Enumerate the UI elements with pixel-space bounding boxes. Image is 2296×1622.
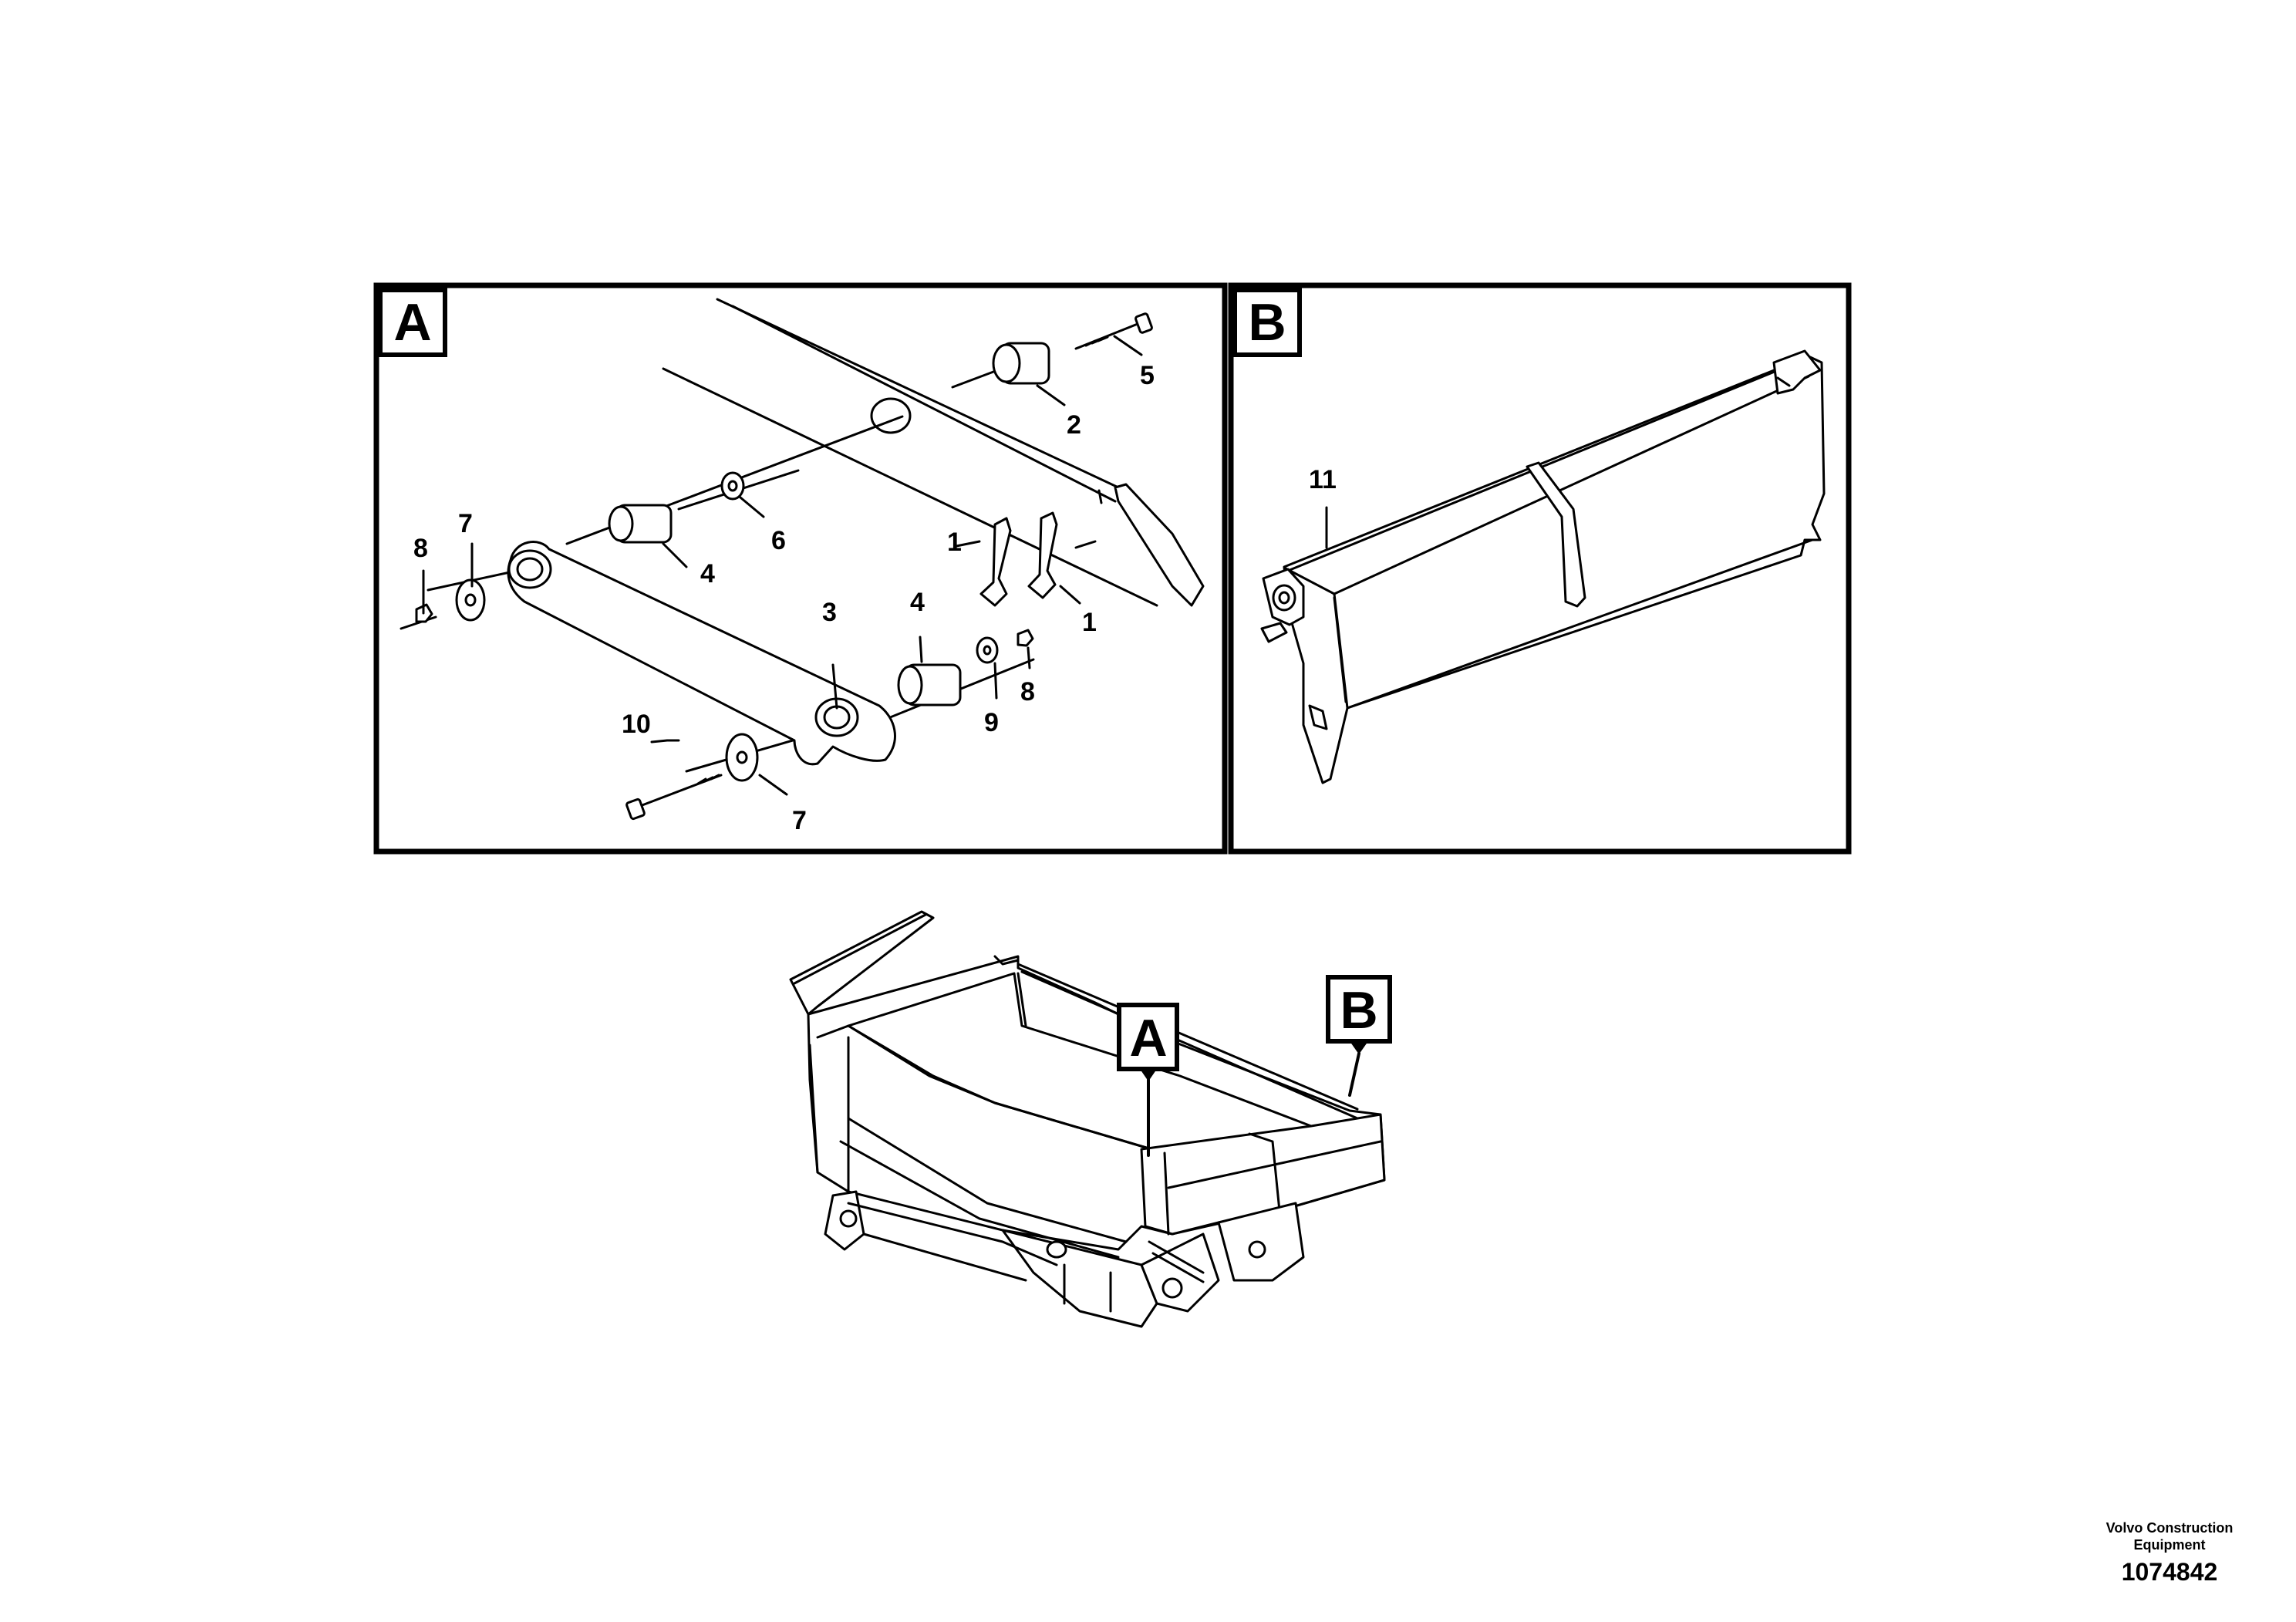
callout-8-right: 8 (1020, 677, 1035, 706)
panel-a: A (373, 282, 1228, 855)
callout-10: 10 (622, 710, 651, 739)
callout-7-bottom: 7 (792, 806, 807, 835)
overview-callout-a: A (1117, 1003, 1179, 1157)
callout-6: 6 (771, 526, 786, 555)
bolt-5 (1074, 312, 1153, 350)
drawing-number: 1074842 (2121, 1558, 2218, 1586)
callout-8-left: 8 (413, 534, 428, 563)
bushing-4-top (608, 504, 673, 544)
overview-dump-body: A B (789, 910, 1392, 1328)
overview-a-label: A (1129, 1009, 1167, 1067)
callout-7-top: 7 (458, 509, 473, 538)
callout-5: 5 (1140, 361, 1155, 390)
panel-b-frame (1228, 282, 1852, 855)
bolt-10 (625, 774, 723, 821)
panel-b: B 11 (1228, 282, 1852, 855)
company-name: Volvo Construction Equipment (2106, 1520, 2234, 1553)
callout-1-upper: 1 (947, 528, 962, 557)
callout-11: 11 (1309, 465, 1337, 494)
bushing-2 (992, 342, 1050, 385)
overview-callout-b: B (1326, 975, 1392, 1097)
overview-b-label: B (1340, 981, 1377, 1040)
clip-1-left (979, 517, 1012, 607)
panel-a-frame (373, 282, 1228, 855)
link-bar (507, 541, 896, 766)
bushing-4-bottom (897, 663, 962, 706)
panel-a-label: A (393, 293, 431, 352)
panel-b-label-box (1232, 288, 1302, 357)
beam (662, 298, 1205, 607)
nut-8-right (1017, 629, 1034, 647)
callout-1-lower: 1 (1082, 608, 1097, 637)
callout-3: 3 (822, 598, 837, 627)
callout-4-left: 4 (700, 559, 715, 588)
tailgate-panel (1260, 349, 1826, 784)
callout-4-right: 4 (910, 588, 925, 617)
panel-b-label: B (1248, 293, 1286, 352)
footer: Volvo Construction Equipment 1074842 (2092, 1519, 2247, 1587)
callout-2: 2 (1067, 410, 1081, 440)
clip-1-right (1027, 511, 1058, 599)
panel-a-label-box (378, 288, 447, 357)
callout-9: 9 (984, 708, 999, 737)
